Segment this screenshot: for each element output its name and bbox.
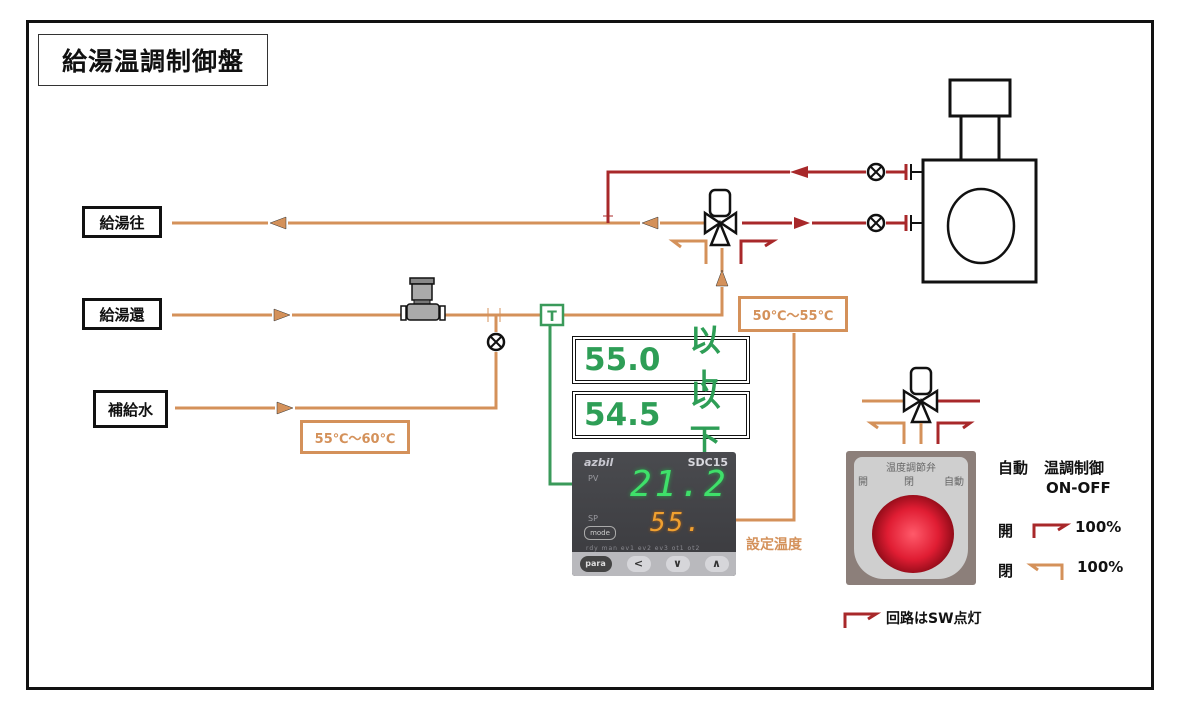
- sp-label: SP: [588, 514, 598, 523]
- threshold-value: 54.5: [584, 397, 661, 433]
- sw-indicator-icon: [843, 612, 882, 628]
- valve-outlet-hot-pipe: [742, 217, 906, 229]
- flow-arrow-left: [790, 166, 808, 178]
- pv-display: 21.2: [630, 464, 729, 505]
- sv-display: 55.: [650, 508, 703, 538]
- threshold-label: 以上: [689, 323, 721, 404]
- down-button[interactable]: ∨: [665, 556, 690, 572]
- switch-plate: 温度調節弁 開 閉 自動: [854, 457, 968, 579]
- pump-icon: [400, 277, 446, 321]
- flow-arrow-left: [641, 216, 659, 230]
- valve-open-direction-indicator: [739, 239, 779, 264]
- legend-note: 回路はSW点灯: [886, 611, 982, 627]
- return-pipe: [172, 248, 729, 322]
- makeup-pipe: [175, 315, 498, 415]
- switch-position-open: 開: [858, 477, 868, 488]
- supply-line-label: 給湯往: [82, 206, 162, 238]
- valve-selector-switch: 温度調節弁 開 閉 自動: [846, 451, 976, 585]
- heater-icon: [921, 78, 1038, 284]
- flow-arrow-left: [269, 216, 287, 230]
- page-title: 給湯温調制御盤: [38, 34, 268, 86]
- left-button[interactable]: <: [626, 556, 651, 572]
- flow-arrow-right: [276, 401, 294, 415]
- gate-valve-icon: [866, 213, 886, 233]
- threshold-label: 以下: [689, 378, 721, 459]
- para-button[interactable]: para: [579, 556, 612, 572]
- diagram-frame: [26, 20, 1154, 690]
- switch-knob[interactable]: [872, 495, 954, 573]
- return-line-label: 給湯還: [82, 298, 162, 330]
- supply-pipe: [172, 216, 705, 230]
- close-direction-icon: [1026, 563, 1064, 580]
- legend-auto-label: 自動: [998, 459, 1029, 477]
- pv-label: PV: [588, 474, 599, 483]
- legend-auto-mode: ON-OFF: [1046, 479, 1111, 497]
- legend-auto-desc: 温調制御: [1044, 459, 1105, 477]
- switch-position-close: 閉: [904, 477, 914, 488]
- setpoint-caption: 設定温度: [746, 537, 802, 553]
- three-way-valve-icon: [703, 188, 738, 247]
- controller-brand: azbil: [584, 456, 614, 469]
- legend-open-label: 開: [998, 522, 1014, 540]
- controller-keypad: para < ∨ ∧: [572, 552, 736, 576]
- temperature-sensor-icon: T: [539, 303, 565, 327]
- upper-threshold-display: 55.0 以上: [572, 323, 750, 404]
- svg-text:T: T: [547, 309, 557, 325]
- temperature-controller: azbil SDC15 PV 21.2 SP 55. mode rdy man …: [572, 452, 736, 576]
- switch-name: 温度調節弁: [886, 463, 936, 474]
- gate-valve-icon: [866, 162, 886, 182]
- mode-button[interactable]: mode: [584, 526, 616, 540]
- flow-arrow-right: [273, 308, 291, 322]
- three-way-valve-legend-icon: [862, 366, 980, 444]
- open-direction-icon: [1032, 523, 1072, 538]
- makeup-line-label: 補給水: [93, 390, 168, 428]
- controller-model: SDC15: [687, 456, 728, 469]
- bypass-hot-pipe: [603, 166, 906, 223]
- threshold-value: 55.0: [584, 342, 661, 378]
- lower-threshold-display: 54.5 以下: [572, 378, 750, 459]
- switch-position-auto: 自動: [944, 477, 964, 488]
- legend-open-value: 100%: [1075, 518, 1122, 536]
- flange-icon: [904, 164, 922, 231]
- flow-arrow-right: [794, 217, 810, 229]
- up-button[interactable]: ∧: [704, 556, 729, 572]
- legend-close-value: 100%: [1077, 558, 1124, 576]
- gate-valve-icon: [486, 332, 506, 352]
- legend-close-label: 閉: [998, 562, 1014, 580]
- status-indicators: rdy man ev1 ev2 ev3 ot1 ot2: [586, 545, 701, 552]
- valve-close-direction-indicator: [668, 239, 708, 264]
- flow-arrow-up: [715, 269, 729, 287]
- makeup-temp-range: 55℃〜60℃: [300, 420, 410, 454]
- setpoint-temp-range: 50℃〜55℃: [738, 296, 848, 332]
